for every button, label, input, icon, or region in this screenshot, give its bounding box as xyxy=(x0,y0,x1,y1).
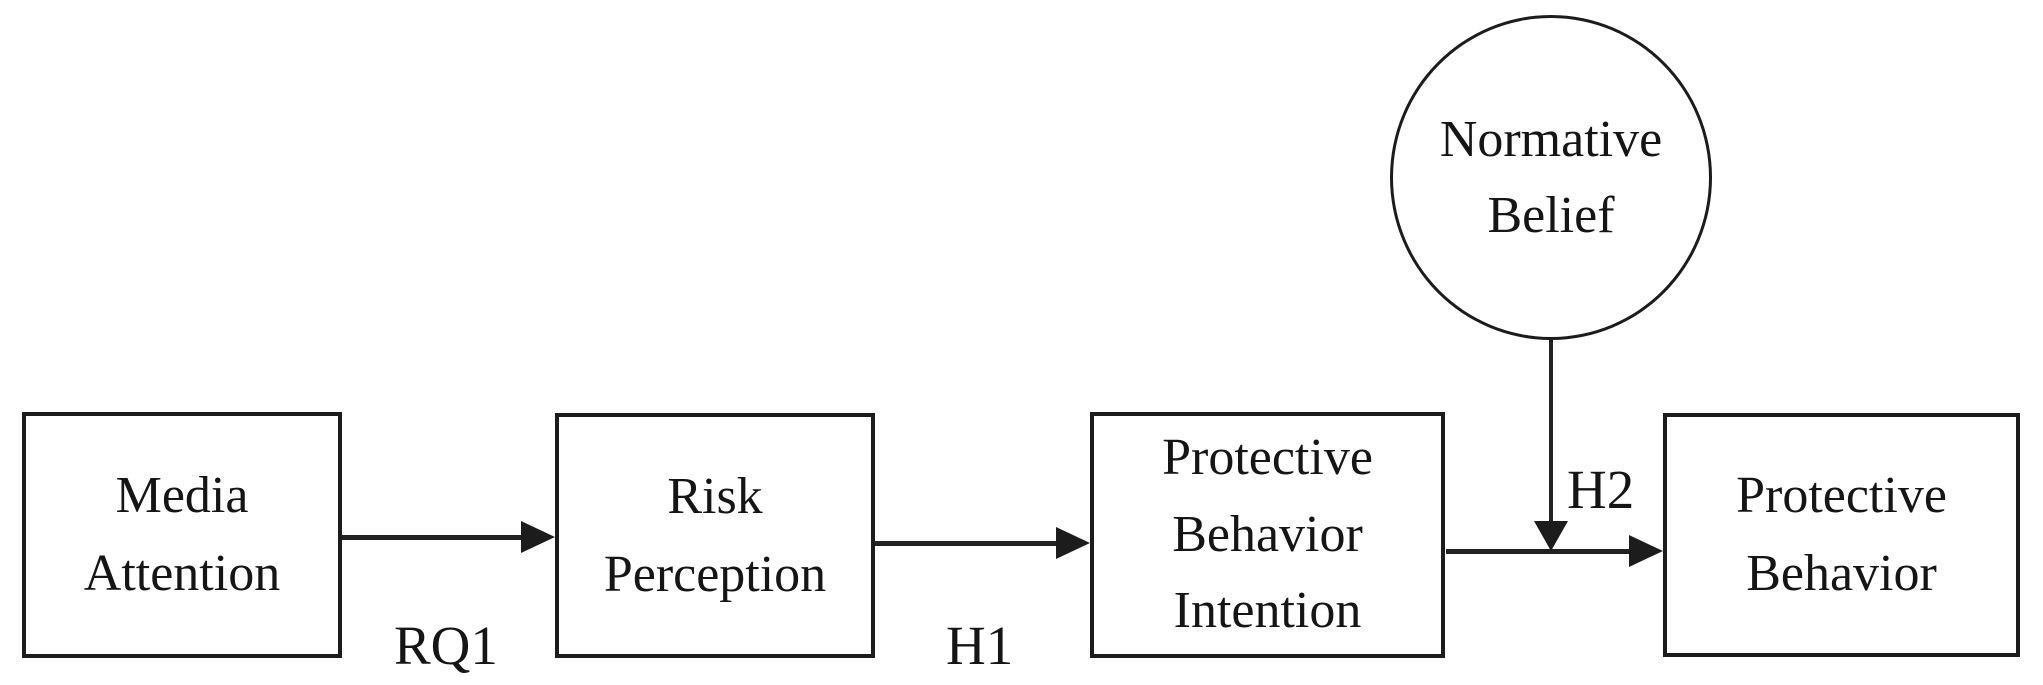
node-protective-behavior: Protective Behavior xyxy=(1663,413,2020,657)
node-media-attention: Media Attention xyxy=(22,412,342,658)
edge-label-h1: H1 xyxy=(946,615,1014,676)
edge-normative-to-path-arrowhead-icon xyxy=(1534,521,1568,551)
edge-label-rq1: RQ1 xyxy=(394,615,498,676)
edge-intention-to-behavior-arrowhead-icon xyxy=(1629,535,1663,567)
edge-risk-to-intention-arrowhead-icon xyxy=(1056,527,1090,559)
node-protective-behavior-label: Protective Behavior xyxy=(1736,467,1947,602)
edge-label-h2: H2 xyxy=(1567,459,1635,520)
edge-media-to-risk-line xyxy=(342,535,527,540)
node-risk-perception: Risk Perception xyxy=(555,413,875,658)
node-risk-perception-label: Risk Perception xyxy=(603,467,827,603)
edge-media-to-risk-arrowhead-icon xyxy=(521,521,555,553)
node-protective-behavior-intention: Protective Behavior Intention xyxy=(1090,412,1445,658)
node-normative-belief: Normative Belief xyxy=(1390,15,1712,340)
edge-intention-to-behavior-line xyxy=(1446,549,1631,554)
edge-normative-to-path-line xyxy=(1549,340,1553,525)
node-protective-behavior-intention-label: Protective Behavior Intention xyxy=(1162,428,1373,640)
node-normative-belief-label: Normative Belief xyxy=(1439,111,1663,244)
edge-risk-to-intention-line xyxy=(875,541,1060,546)
node-media-attention-label: Media Attention xyxy=(83,467,281,602)
